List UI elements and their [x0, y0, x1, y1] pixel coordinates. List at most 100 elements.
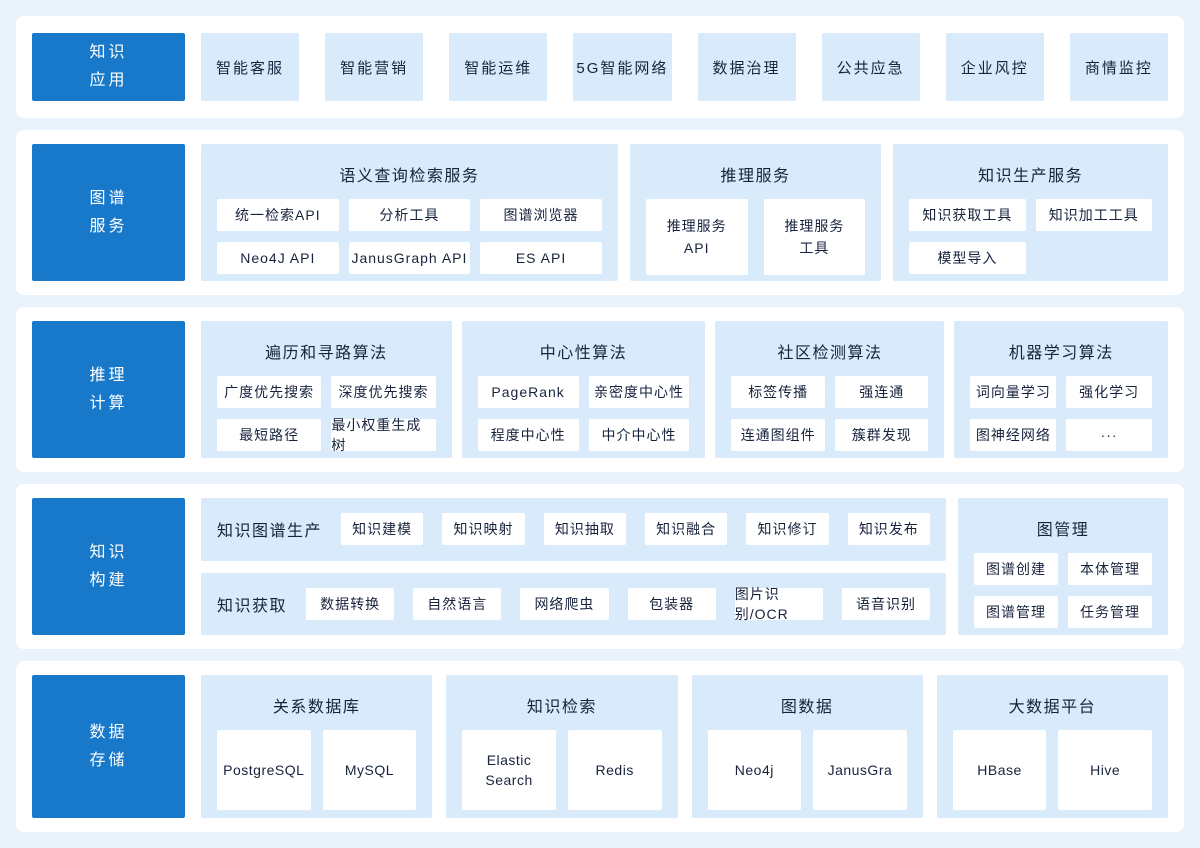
panel-bigdata-platform: 大数据平台 HBase Hive	[936, 675, 1168, 818]
panel-item: 模型导入	[909, 242, 1026, 274]
panel-item: 强化学习	[1066, 376, 1152, 408]
panel-item: 词向量学习	[970, 376, 1057, 408]
layer-reasoning-computing: 推理 计算 遍历和寻路算法 广度优先搜索 深度优先搜索 最短路径 最小权重生成树…	[16, 307, 1184, 472]
row-item: 网络爬虫	[520, 587, 609, 620]
row-item: 知识发布	[847, 513, 930, 546]
layer-label-knowledge-application: 知识 应用	[32, 33, 185, 101]
row-label: 知识图谱生产	[217, 523, 323, 541]
panel-centrality-algorithms: 中心性算法 PageRank 亲密度中心性 程度中心性 中介中心性	[461, 321, 706, 458]
layer-knowledge-construction: 知识 构建 知识图谱生产 知识建模 知识映射 知识抽取 知识融合 知识修订 知识…	[16, 484, 1184, 649]
graph-services-content: 语义查询检索服务 统一检索API 分析工具 图谱浏览器 Neo4J API Ja…	[201, 144, 1168, 281]
app-item: 智能运维	[449, 33, 548, 101]
row-item: 知识建模	[341, 513, 424, 546]
row-item: 知识抽取	[543, 513, 626, 546]
panel-item: 图谱浏览器	[480, 199, 602, 231]
panel-items: 知识获取工具 知识加工工具 模型导入	[909, 199, 1152, 274]
panel-semantic-query: 语义查询检索服务 统一检索API 分析工具 图谱浏览器 Neo4J API Ja…	[201, 144, 618, 281]
panel-community-detection-algorithms: 社区检测算法 标签传播 强连通 连通图组件 簇群发现	[715, 321, 945, 458]
panel-graph-data: 图数据 Neo4j JanusGra	[691, 675, 923, 818]
panel-item-line: Elastic	[486, 751, 532, 768]
layer-label-knowledge-construction: 知识 构建	[32, 498, 185, 635]
panel-title: 语义查询检索服务	[339, 168, 480, 185]
panel-item: JanusGra	[813, 730, 907, 810]
reasoning-computing-content: 遍历和寻路算法 广度优先搜索 深度优先搜索 最短路径 最小权重生成树 中心性算法…	[201, 321, 1168, 458]
panel-item: 中介中心性	[588, 419, 690, 451]
layer-knowledge-application: 知识 应用 智能客服 智能营销 智能运维 5G智能网络 数据治理 公共应急 企业…	[16, 16, 1184, 118]
layer-label-line: 存储	[89, 751, 128, 769]
panel-knowledge-retrieval: 知识检索 Elastic Search Redis	[446, 675, 678, 818]
panel-item: 程度中心性	[477, 419, 579, 451]
panel-item: 最小权重生成树	[331, 417, 436, 453]
row-item: 知识修订	[746, 513, 829, 546]
row-item: 自然语言	[413, 587, 502, 620]
panel-title: 关系数据库	[272, 699, 361, 716]
panel-item: 广度优先搜索	[217, 376, 322, 408]
panel-item: 任务管理	[1068, 596, 1152, 628]
layer-graph-services: 图谱 服务 语义查询检索服务 统一检索API 分析工具 图谱浏览器 Neo4J …	[16, 130, 1184, 295]
panel-item: 强连通	[834, 376, 929, 408]
panel-relational-database: 关系数据库 PostgreSQL MySQL	[201, 675, 433, 818]
panel-pathfinding-algorithms: 遍历和寻路算法 广度优先搜索 深度优先搜索 最短路径 最小权重生成树	[201, 321, 452, 458]
app-item: 5G智能网络	[573, 33, 672, 101]
panel-item: PostgreSQL	[217, 730, 311, 810]
data-storage-content: 关系数据库 PostgreSQL MySQL 知识检索 Elastic Sear…	[201, 675, 1168, 818]
panel-items: 标签传播 强连通 连通图组件 簇群发现	[731, 376, 929, 451]
panel-items: 广度优先搜索 深度优先搜索 最短路径 最小权重生成树	[217, 376, 436, 453]
panel-items: PostgreSQL MySQL	[217, 730, 417, 810]
panel-item: MySQL	[322, 730, 417, 810]
layer-label-line: 数据	[89, 723, 128, 741]
row-kg-production: 知识图谱生产 知识建模 知识映射 知识抽取 知识融合 知识修订 知识发布	[201, 498, 946, 561]
layer-label-line: 图谱	[89, 189, 128, 207]
layer-label-graph-services: 图谱 服务	[32, 144, 185, 281]
panel-items: PageRank 亲密度中心性 程度中心性 中介中心性	[477, 376, 690, 451]
panel-item-line: 工具	[799, 240, 830, 256]
panel-item-line: 推理服务	[666, 217, 727, 234]
panel-item-line: API	[683, 240, 710, 256]
panel-items: Elastic Search Redis	[462, 730, 662, 810]
app-item: 商情监控	[1069, 33, 1168, 101]
panel-item: Redis	[567, 730, 662, 810]
panel-item: 标签传播	[731, 376, 825, 408]
panel-title: 遍历和寻路算法	[265, 345, 388, 362]
panel-item: Neo4J API	[217, 242, 339, 274]
panel-item: 知识获取工具	[909, 199, 1026, 231]
application-items: 智能客服 智能营销 智能运维 5G智能网络 数据治理 公共应急 企业风控 商情监…	[201, 33, 1168, 101]
layer-label-line: 应用	[89, 72, 128, 89]
panel-machine-learning-algorithms: 机器学习算法 词向量学习 强化学习 图神经网络 ···	[954, 321, 1168, 458]
panel-title: 知识生产服务	[978, 168, 1084, 185]
panel-title: 图数据	[780, 699, 834, 716]
panel-item: 图谱管理	[974, 596, 1058, 628]
panel-title: 知识检索	[526, 699, 597, 716]
app-item: 智能客服	[201, 33, 300, 101]
panel-item: 本体管理	[1068, 553, 1152, 585]
panel-item: PageRank	[477, 376, 579, 408]
row-knowledge-acquisition: 知识获取 数据转换 自然语言 网络爬虫 包装器 图片识别/OCR 语音识别	[201, 572, 946, 635]
app-item: 数据治理	[697, 33, 796, 101]
row-item: 知识融合	[645, 513, 728, 546]
panel-item: JanusGraph API	[348, 242, 471, 274]
row-item: 语音识别	[841, 587, 931, 620]
panel-item: ES API	[480, 242, 602, 274]
panel-reasoning-service: 推理服务 推理服务 API 推理服务 工具	[629, 144, 882, 281]
panel-item: 知识加工工具	[1035, 199, 1152, 231]
panel-item: Neo4j	[707, 730, 802, 810]
panel-items: HBase Hive	[952, 730, 1152, 810]
panel-item: 推理服务 API	[645, 199, 748, 275]
panel-graph-management: 图管理 图谱创建 本体管理 图谱管理 任务管理	[958, 498, 1168, 635]
panel-item-line: Search	[485, 772, 533, 788]
panel-item: 簇群发现	[834, 419, 929, 451]
panel-title: 社区检测算法	[777, 345, 883, 362]
layer-label-reasoning-computing: 推理 计算	[32, 321, 185, 458]
panel-title: 机器学习算法	[1008, 345, 1114, 362]
row-item: 图片识别/OCR	[734, 586, 823, 622]
panel-title: 图管理	[1036, 522, 1090, 539]
panel-item: HBase	[952, 730, 1047, 810]
layer-label-line: 构建	[89, 571, 128, 589]
layer-data-storage: 数据 存储 关系数据库 PostgreSQL MySQL 知识检索 Elasti…	[16, 661, 1184, 832]
app-item: 公共应急	[821, 33, 920, 101]
panel-item: 图神经网络	[970, 419, 1057, 451]
panel-title: 大数据平台	[1008, 699, 1097, 716]
panel-item: ···	[1066, 419, 1152, 451]
panel-item: 最短路径	[217, 419, 322, 451]
panel-title: 推理服务	[720, 168, 791, 185]
